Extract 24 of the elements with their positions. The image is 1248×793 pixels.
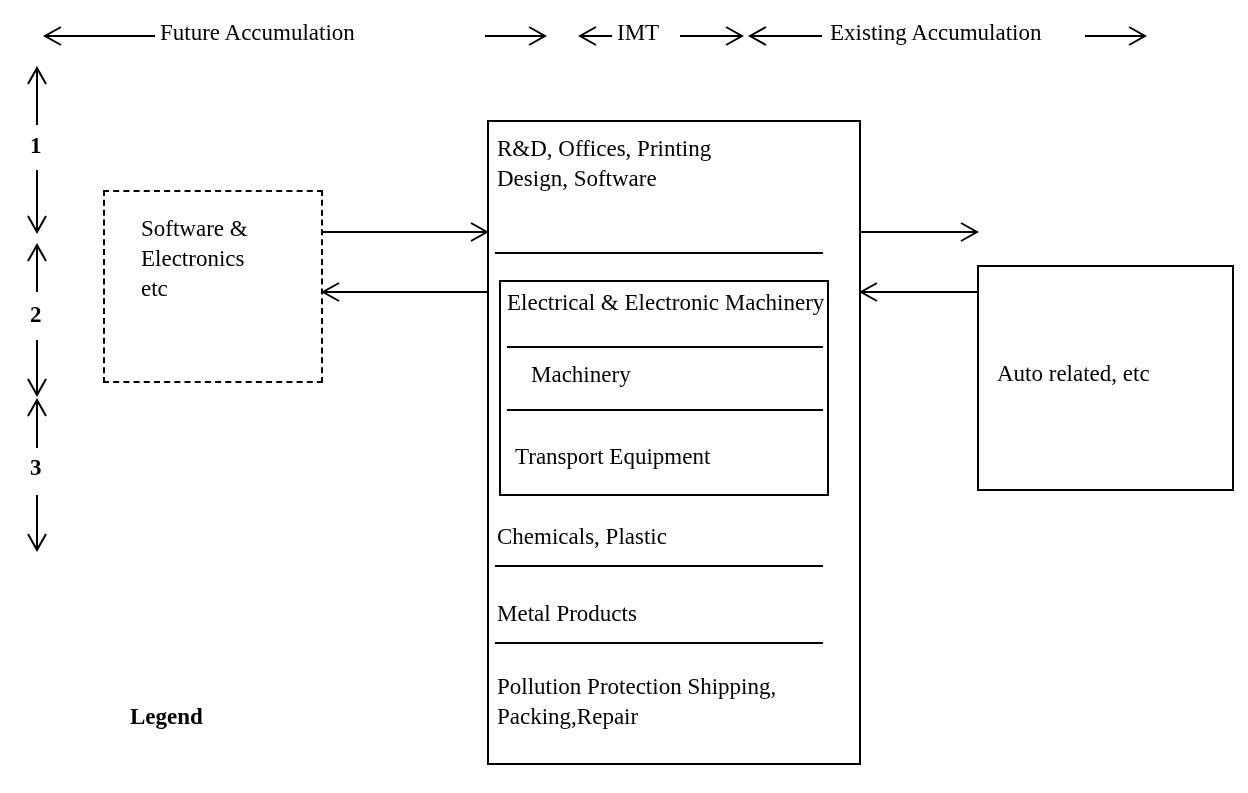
label: 3 xyxy=(30,455,42,481)
label: Legend xyxy=(130,704,203,730)
label: Existing Accumulation xyxy=(830,20,1042,46)
label: 1 xyxy=(30,133,42,159)
arrow xyxy=(322,222,488,242)
box-text: Software & Electronics etc xyxy=(141,215,249,303)
box-text: Chemicals, Plastic xyxy=(497,523,668,551)
box-text: Metal Products xyxy=(497,600,638,628)
box-text: Electrical & Electronic Machinery xyxy=(507,289,826,317)
box xyxy=(499,280,829,496)
label: 2 xyxy=(30,302,42,328)
box-text: Pollution Protection Shipping, Packing,Repair xyxy=(497,673,778,731)
box-text: Machinery xyxy=(531,361,632,389)
box xyxy=(103,190,323,383)
label: Future Accumulation xyxy=(160,20,355,46)
arrow xyxy=(860,282,978,302)
label: IMT xyxy=(617,20,660,46)
box-text: R&D, Offices, Printing Design, Software xyxy=(497,135,713,193)
box xyxy=(977,265,1234,491)
box-text: Transport Equipment xyxy=(515,443,712,471)
arrow xyxy=(322,282,488,302)
box xyxy=(487,120,861,765)
box-text: Auto related, etc xyxy=(997,360,1151,388)
arrow xyxy=(860,222,978,242)
